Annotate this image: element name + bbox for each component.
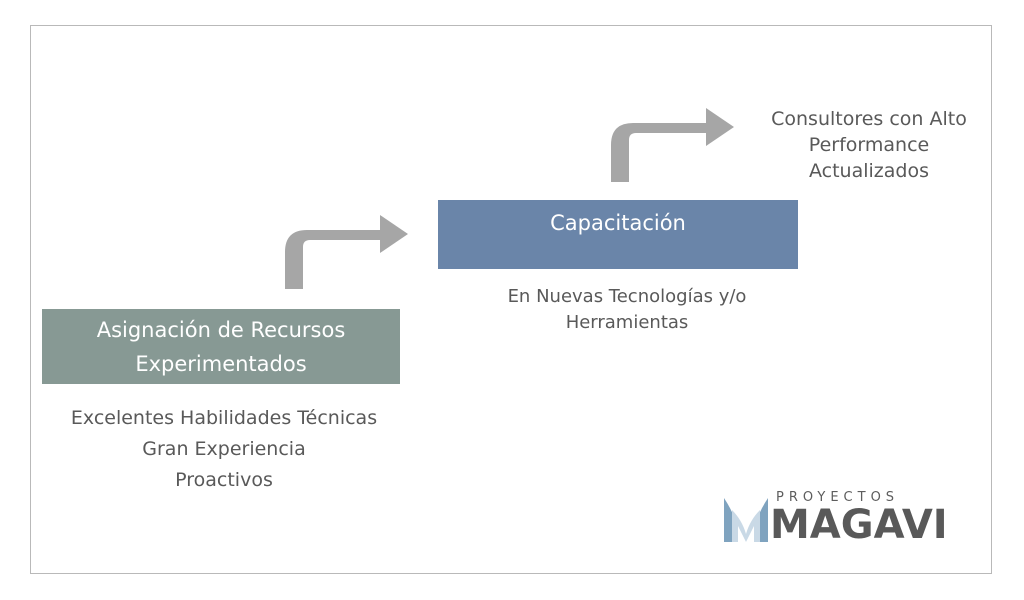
description-line: Herramientas (565, 312, 689, 333)
step-box-resource-assignment: Asignación de Recursos Experimentados (42, 309, 400, 384)
bent-arrow-icon (285, 215, 408, 289)
result-line: Actualizados (808, 160, 929, 182)
logo-top-text: PROYECTOS (776, 490, 900, 505)
description-line: Excelentes Habilidades Técnicas (70, 407, 378, 429)
step-title-line: Asignación de Recursos (96, 317, 346, 342)
step-title-line: Experimentados (135, 351, 307, 376)
company-logo: PROYECTOS MAGAVI (722, 490, 957, 548)
slide-frame (30, 25, 992, 574)
description-line: En Nuevas Tecnologías y/o (507, 286, 747, 307)
bent-arrow-icon (611, 108, 734, 182)
result-text: Consultores con Alto Performance Actuali… (752, 106, 986, 184)
step-title-line: Capacitación (550, 210, 686, 235)
logo-main-text: MAGAVI (770, 502, 948, 548)
result-line: Performance (808, 134, 930, 156)
description-line: Gran Experiencia (142, 438, 306, 460)
logo-mark-icon (724, 498, 768, 542)
step-description-resource-assignment: Excelentes Habilidades Técnicas Gran Exp… (44, 403, 404, 496)
description-line: Proactivos (175, 469, 273, 491)
step-box-training: Capacitación (438, 200, 798, 269)
result-line: Consultores con Alto (771, 108, 967, 130)
step-description-training: En Nuevas Tecnologías y/o Herramientas (438, 284, 816, 336)
